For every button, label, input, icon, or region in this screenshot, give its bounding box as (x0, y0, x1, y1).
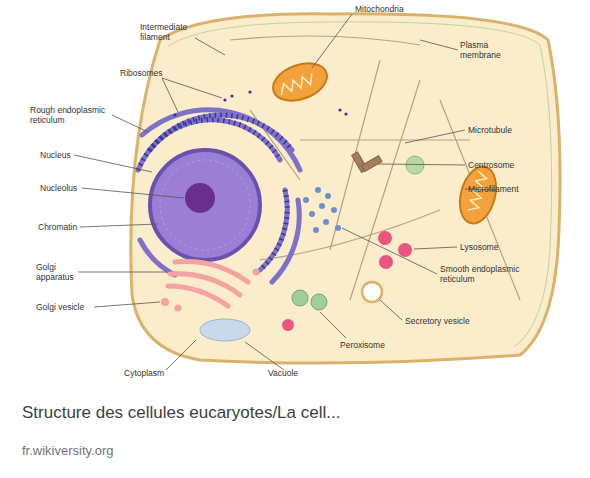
mitochondria-label: Mitochondria (355, 4, 404, 14)
mitochondrion (454, 163, 502, 228)
golgi-shape (168, 261, 248, 306)
nucleus-label: Nucleus (40, 150, 71, 160)
chromatin-texture (160, 160, 250, 250)
ribosome-dots (138, 115, 292, 270)
nucleus-shape (150, 150, 260, 260)
nucleolus-label: Nucleolus (40, 183, 77, 193)
intermediate-filament-label: Intermediate filament (140, 22, 196, 42)
microtubule-label: Microtubule (468, 125, 512, 135)
lysosomes (378, 231, 412, 269)
nucleolus-shape (185, 183, 215, 213)
mitochondrion (268, 56, 332, 107)
source-url: fr.wikiversity.org (22, 443, 114, 459)
secretory-vesicle-label: Secretory vesicle (405, 316, 470, 326)
free-ribosomes (173, 90, 347, 116)
lysosome-label: Lysosome (460, 242, 498, 252)
peroxisomes (282, 290, 327, 331)
golgi-label: Golgi apparatus (36, 262, 78, 282)
rough-er-label: Rough endoplasmic reticulum (30, 105, 112, 125)
cytoplasm-label: Cytoplasm (124, 368, 164, 378)
caption: Structure des cellules eucaryotes/La cel… (22, 403, 340, 423)
smooth-er (303, 187, 341, 233)
vacuole-label: Vacuole (268, 368, 298, 378)
microfilament-label: Microfilament (468, 184, 519, 194)
smooth-er-label: Smooth endoplasmic reticulum (440, 264, 520, 284)
leader-lines (74, 14, 496, 370)
vacuole-shape (200, 319, 250, 341)
organelle (406, 156, 424, 174)
peroxisome-label: Peroxisome (340, 340, 385, 350)
chromatin-label: Chromatin (38, 222, 77, 232)
plasma-membrane (131, 14, 560, 363)
golgi-vesicle-label: Golgi vesicle (36, 302, 84, 312)
plasma-membrane-label: Plasma membrane (460, 40, 508, 60)
centrosome-label: Centrosome (468, 160, 514, 170)
cytoskeleton (230, 36, 520, 300)
ribosomes-label: Ribosomes (120, 68, 163, 78)
centrosome-shape (352, 152, 383, 173)
secretory-vesicle-shape (362, 282, 382, 302)
golgi-vesicles (161, 269, 260, 312)
